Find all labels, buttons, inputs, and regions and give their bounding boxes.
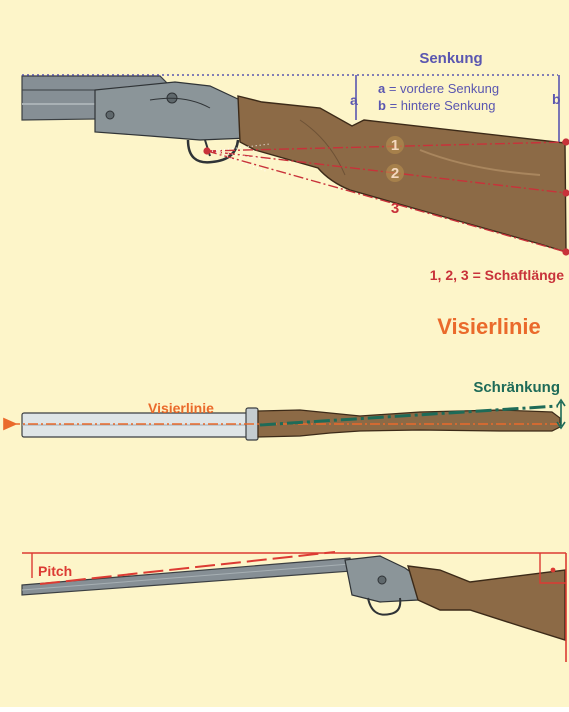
visierlinie-heading: Visierlinie xyxy=(437,314,541,339)
legend-b-key: b xyxy=(378,98,386,113)
schraenkung-label: Schränkung xyxy=(473,379,560,396)
right-angle-dot xyxy=(551,568,556,573)
pitch-label: Pitch xyxy=(38,563,72,579)
length-mark-1: 1 xyxy=(386,136,404,154)
visierlinie-line-label: Visierlinie xyxy=(148,400,214,416)
senkung-legend-b: b = hintere Senkung xyxy=(378,98,495,113)
svg-text:1: 1 xyxy=(391,137,399,154)
svg-text:2: 2 xyxy=(391,165,399,182)
legend-b-text: = hintere Senkung xyxy=(386,98,496,113)
senkung-label-a: a xyxy=(350,92,358,108)
length-mark-2: 2 xyxy=(386,164,404,182)
senkung-legend-a: a = vordere Senkung xyxy=(378,81,499,96)
senkung-title: Senkung xyxy=(419,50,482,67)
trigger-point xyxy=(203,147,210,154)
shotgun-tilted-icon xyxy=(22,556,565,640)
schraenkung-arrow-icon xyxy=(557,400,565,428)
senkung-label-b: b xyxy=(552,91,561,107)
length-mark-3: 3 xyxy=(391,200,399,217)
schaftlaenge-caption: 1, 2, 3 = Schaftlänge xyxy=(430,267,564,283)
legend-a-text: = vordere Senkung xyxy=(385,81,499,96)
